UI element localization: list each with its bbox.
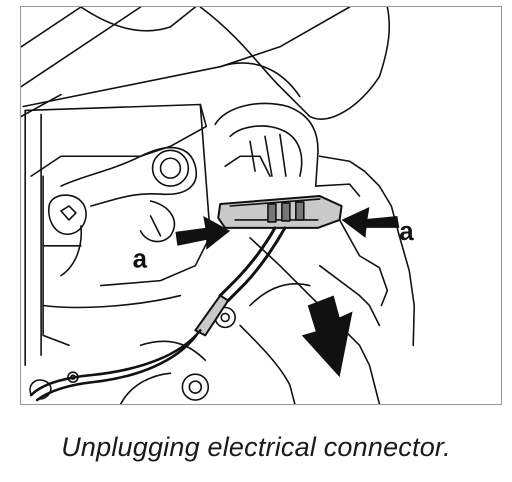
technical-illustration: a a [20,6,502,405]
engine-housing-drawing: a a [21,7,416,404]
callout-label-a-right: a [399,218,414,246]
pull-arrow-down-icon [301,295,353,378]
push-arrow-right-icon [175,215,231,250]
callout-label-a-left: a [133,246,148,274]
figure-caption: Unplugging electrical connector. [61,432,451,462]
push-arrow-left-icon [341,206,400,238]
